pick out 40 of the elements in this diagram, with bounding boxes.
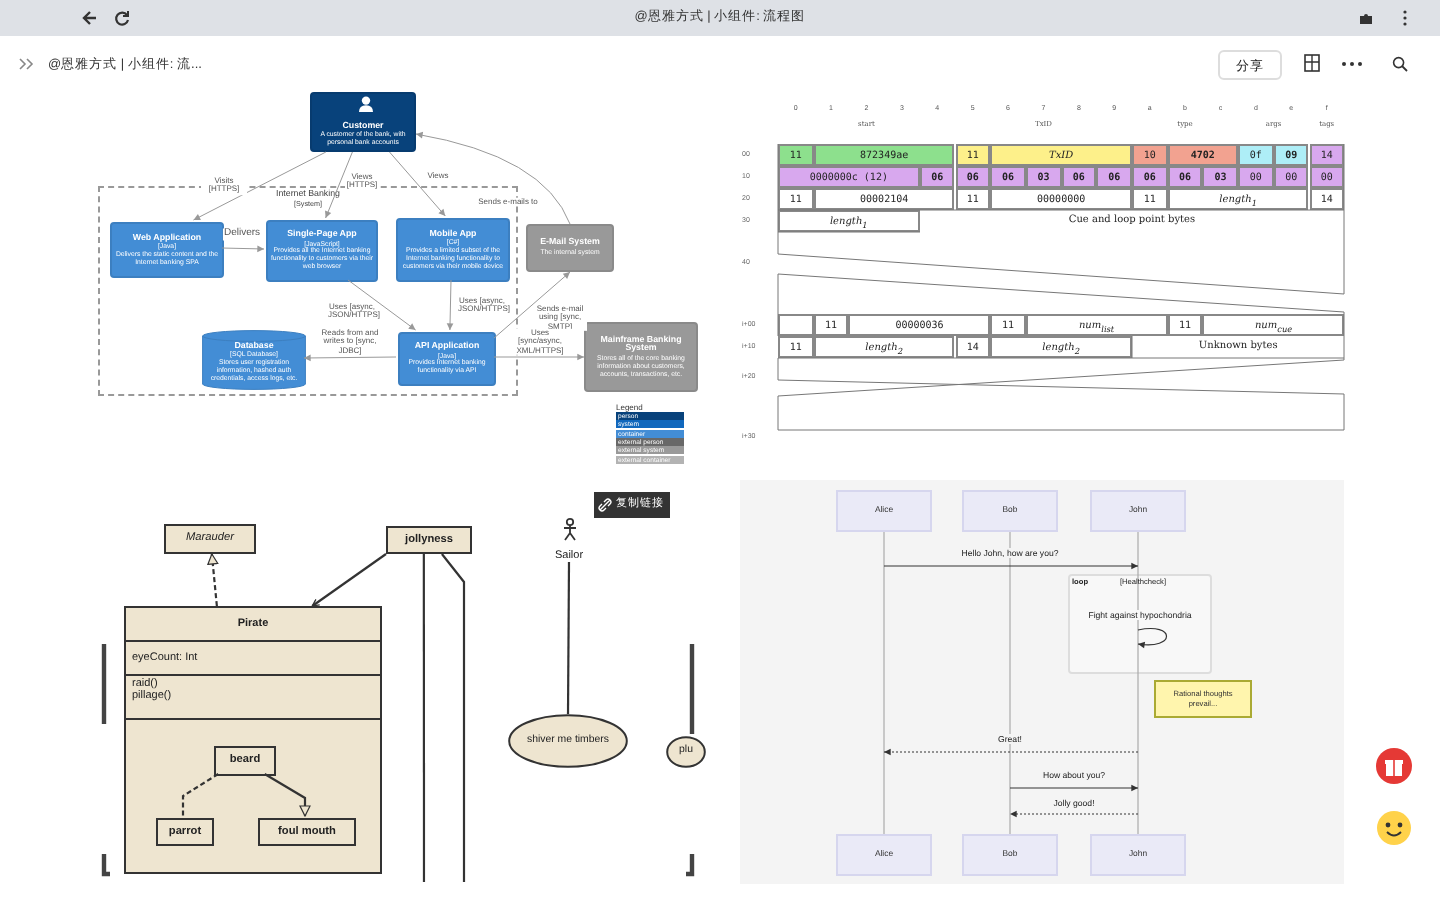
- container-box: [266, 220, 378, 282]
- arrow: [207, 553, 219, 607]
- participant-box: [1090, 490, 1186, 532]
- class-box: [156, 818, 214, 846]
- note-box: [1154, 680, 1252, 718]
- participant-box: [836, 490, 932, 532]
- arrow: [325, 151, 353, 219]
- person-box: [310, 92, 416, 152]
- container-box: [396, 218, 510, 282]
- participant-box: [962, 490, 1058, 532]
- lifeline: [1009, 531, 1011, 835]
- class-box: [386, 526, 472, 554]
- arrow: [493, 271, 571, 339]
- container-box: [110, 222, 224, 278]
- class-box: [258, 818, 356, 846]
- arrow: [193, 151, 327, 221]
- arrow: [303, 354, 397, 362]
- external-system-box: [526, 224, 614, 272]
- connector-line: [566, 562, 571, 714]
- arrow: [311, 553, 387, 607]
- container-box: [398, 332, 496, 386]
- connector-line: [441, 553, 466, 882]
- arrow: [221, 245, 265, 253]
- interface-box: [164, 524, 256, 554]
- lifeline: [1137, 531, 1139, 835]
- participant-box: [836, 834, 932, 876]
- connector-line: [422, 554, 426, 882]
- arrow: [264, 773, 311, 817]
- arrow: [446, 279, 454, 331]
- participant-box: [962, 834, 1058, 876]
- arrow: [347, 279, 417, 331]
- class-box: [214, 746, 276, 776]
- participant-box: [1090, 834, 1186, 876]
- lifeline: [883, 531, 885, 835]
- external-system-box: [584, 322, 698, 392]
- class-box: [124, 606, 382, 874]
- arrow: [389, 151, 446, 217]
- connector-line: [181, 773, 219, 816]
- arrow: [415, 132, 571, 225]
- arrow: [493, 353, 585, 361]
